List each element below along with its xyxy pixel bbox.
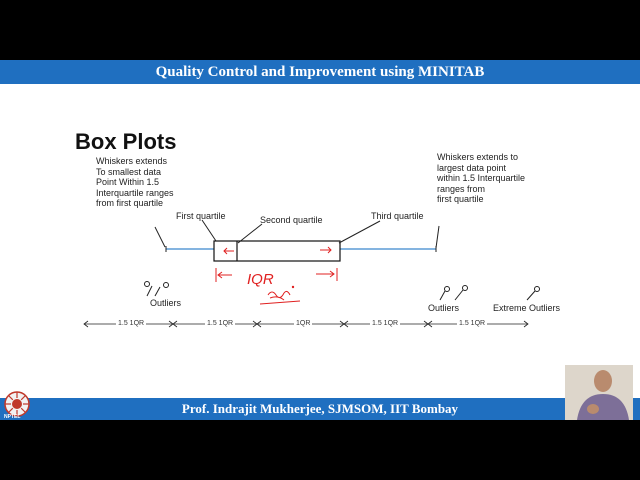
second-quartile-label: Second quartile	[260, 215, 323, 225]
slide-heading: Box Plots	[75, 129, 177, 154]
box-plot-diagram: IQR	[83, 219, 540, 328]
outlier-marker-2	[163, 282, 169, 288]
presenter-figure-icon	[565, 365, 633, 420]
dimension-label-1: 1.5 1QR	[116, 320, 147, 327]
left-whisker-note: Whiskers extends To smallest data Point …	[96, 156, 174, 208]
annotation-arrow-right-head	[327, 246, 332, 254]
course-title-banner: Quality Control and Improvement using MI…	[0, 60, 640, 84]
outlier-marker-3	[444, 286, 450, 292]
iqr-arrow-right-head	[329, 270, 335, 278]
outliers-left-label: Outliers	[150, 298, 182, 308]
second-quartile-pointer	[237, 223, 263, 244]
presenter-video-thumbnail	[565, 365, 633, 420]
first-quartile-label: First quartile	[176, 211, 226, 221]
outlier-stem-3	[439, 290, 446, 301]
extreme-outlier-stem	[526, 290, 536, 301]
nptel-logo-icon	[4, 391, 30, 417]
nptel-logo-text: NPTEL	[4, 414, 21, 420]
third-quartile-label: Third quartile	[371, 211, 424, 221]
slide: Quality Control and Improvement using MI…	[0, 60, 640, 420]
right-note-pointer	[435, 225, 440, 249]
iqr-annotation: IQR	[247, 271, 274, 288]
outlier-marker-4	[462, 285, 468, 291]
iqr-box	[213, 240, 341, 262]
dimension-label-3: 1QR	[294, 320, 313, 327]
outlier-stem-2	[154, 286, 161, 297]
handwritten-scribble	[259, 290, 301, 305]
first-quartile-pointer	[201, 219, 217, 242]
right-whisker-note: Whiskers extends to largest data point w…	[437, 152, 526, 204]
dimension-label-2: 1.5 1QR	[205, 320, 236, 327]
presenter-credit-banner: Prof. Indrajit Mukherjee, SJMSOM, IIT Bo…	[0, 398, 640, 420]
dimension-label-5: 1.5 1QR	[457, 320, 488, 327]
annotation-arrow-left-head	[223, 247, 228, 255]
third-quartile-pointer	[338, 220, 381, 244]
outlier-stem-4	[454, 289, 464, 301]
dimension-label-4: 1.5 1QR	[370, 320, 401, 327]
left-note-pointer	[154, 226, 166, 248]
extreme-outlier-marker	[534, 286, 540, 292]
outlier-marker-1	[144, 281, 150, 287]
annotation-dot	[291, 285, 295, 289]
iqr-arrow-left-head	[217, 271, 223, 279]
outlier-stem-1	[146, 285, 153, 297]
extreme-outliers-label: Extreme Outliers	[493, 303, 561, 313]
outliers-right-label: Outliers	[428, 303, 460, 313]
